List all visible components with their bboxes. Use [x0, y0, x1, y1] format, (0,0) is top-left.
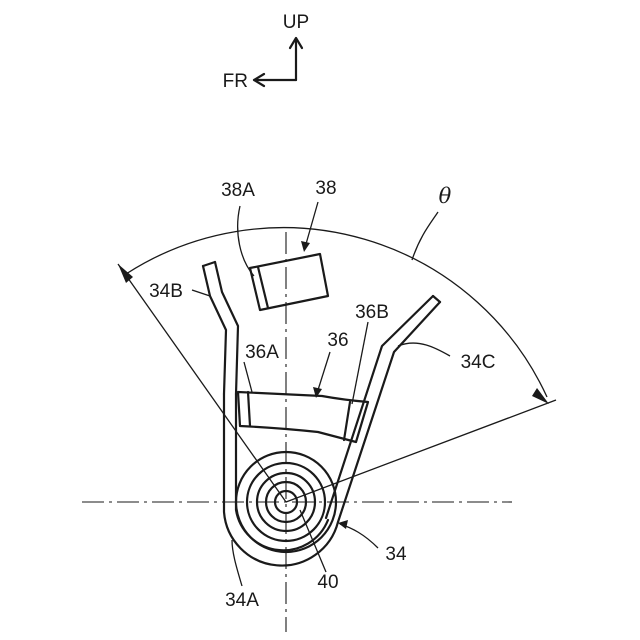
spring-arm-34B-outer [203, 266, 226, 394]
front-label: FR [223, 71, 248, 92]
label-34: 34 [385, 544, 407, 565]
member-38A-face [258, 267, 268, 308]
angle-leg-left [118, 264, 286, 502]
orientation-indicator: UP FR [223, 12, 310, 92]
label-38: 38 [315, 178, 336, 199]
retainer-36 [238, 392, 368, 442]
retainer-edge-36B [344, 402, 350, 440]
leader-38-arrowhead [301, 241, 310, 252]
label-36B: 36B [355, 302, 389, 323]
spring-arm-34B-inner [215, 262, 238, 394]
leader-38A [238, 206, 254, 276]
retainer-edge-36A [248, 392, 250, 426]
label-36A: 36A [245, 342, 279, 363]
leader-36 [318, 352, 330, 390]
label-38A: 38A [221, 180, 255, 201]
spring-arm-34B-tip [203, 262, 215, 266]
label-36: 36 [327, 330, 348, 351]
leader-36B [352, 322, 368, 404]
leader-38 [306, 202, 318, 244]
spring-arm-34C-outer [338, 302, 440, 522]
label-34A: 34A [225, 590, 259, 611]
theta-leader [412, 212, 438, 260]
label-40: 40 [317, 572, 338, 593]
label-34B: 34B [149, 281, 183, 302]
theta-label: θ [439, 184, 452, 208]
angle-leg-right [286, 400, 556, 502]
leader-34C [398, 343, 450, 356]
up-label: UP [283, 12, 309, 33]
spring-arm-34C-tip [433, 296, 440, 302]
label-34C: 34C [461, 352, 496, 373]
leader-34-arrowhead [338, 520, 348, 529]
leader-36A [244, 362, 252, 392]
member-38 [250, 254, 328, 310]
angle-arrowhead-left [118, 264, 133, 283]
leader-34B [192, 290, 210, 296]
